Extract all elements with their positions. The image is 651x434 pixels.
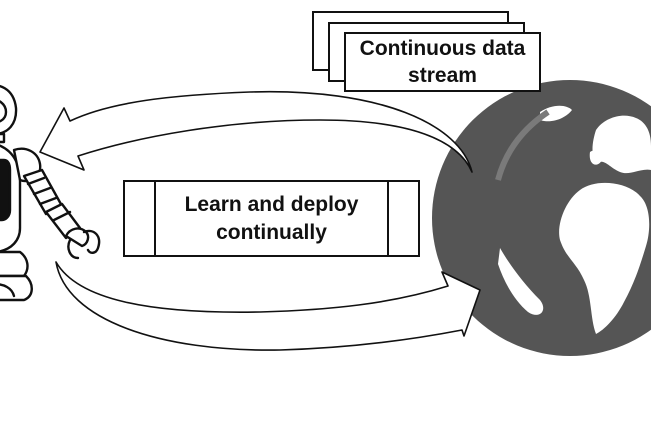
robot-arm-joint-2 [32,186,52,196]
arrow-to-agent [39,90,473,173]
globe-continent-africa [559,182,650,334]
process-box: Learn and deploy continually [123,180,420,257]
globe-continent-west [498,248,544,315]
robot-claw-2 [82,229,101,254]
globe-shine [495,109,550,181]
arrow-to-environment [55,261,481,351]
data-stream-label-line1: Continuous data [359,37,526,60]
process-box-left-bar [154,182,156,255]
process-label: Learn and deploy continually [157,182,386,255]
robot-leg-detail [0,283,16,298]
process-label-line2: continually [216,220,327,244]
robot-chest-panel [0,158,12,222]
robot-head [0,84,18,135]
robot-neck [0,132,6,144]
robot-arm-joint [26,176,46,186]
robot-leg [0,274,33,302]
robot-claw-1 [67,238,80,260]
globe-icon [432,80,651,356]
robot-icon [0,84,101,302]
robot-hip [0,250,29,278]
process-label-line1: Learn and deploy [184,192,359,216]
robot-forearm-joint [52,210,72,222]
robot-arm-joint-3 [38,196,58,206]
globe-island [589,150,603,165]
process-box-right-bar [387,182,389,255]
data-stream-label-line2: stream [408,64,477,87]
data-stream-card: Continuous data stream [344,32,541,92]
globe-continent-europe [592,115,651,174]
robot-eye-ring [0,100,8,123]
data-stream-label: Continuous data stream [360,35,526,89]
globe-continent-north [540,105,572,122]
